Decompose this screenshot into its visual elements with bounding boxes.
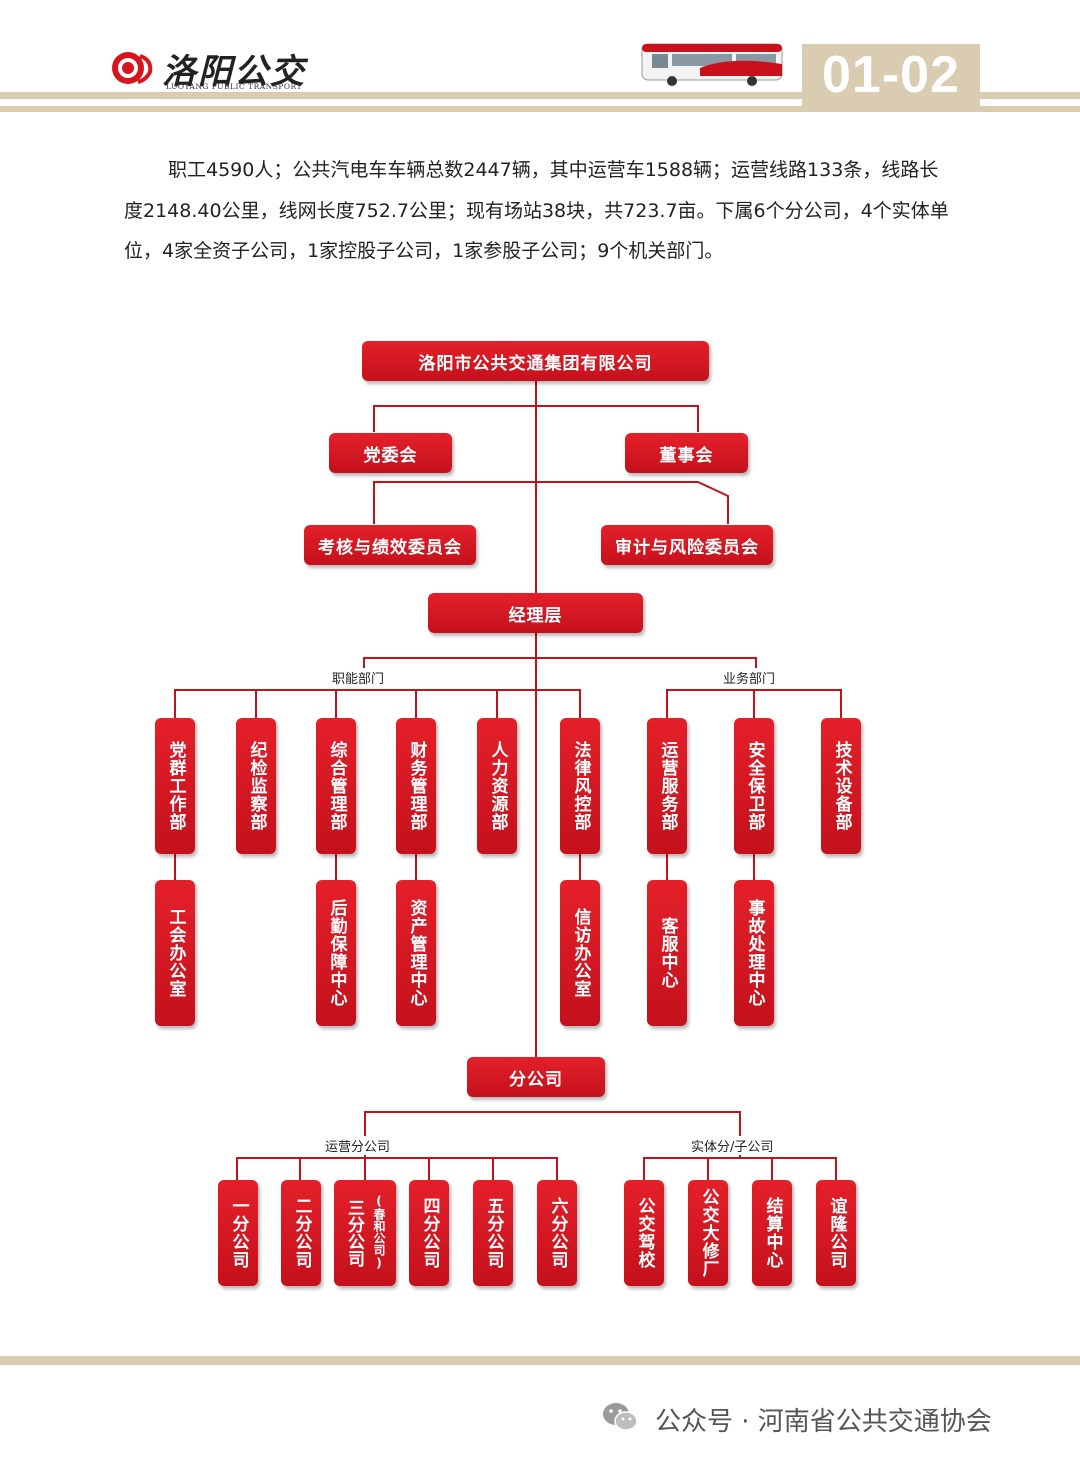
unit-asset-center: 资产管理中心	[396, 880, 436, 1026]
logo-text: 洛阳公交	[162, 52, 306, 92]
dept-legal-risk: 法律风控部	[560, 718, 600, 854]
unit-customer-service: 客服中心	[647, 880, 687, 1026]
branch-5: 五分公司	[473, 1180, 513, 1286]
dept-finance: 财务管理部	[396, 718, 436, 854]
watermark-text: 公众号 · 河南省公共交通协会	[655, 1407, 992, 1437]
dept-discipline: 纪检监察部	[236, 718, 276, 854]
branch-3: 三分公司 (春和公司)	[334, 1180, 396, 1286]
entity-driving-school: 公交驾校	[624, 1180, 664, 1286]
unit-logistics-center: 后勤保障中心	[316, 880, 356, 1026]
branch-4: 四分公司	[409, 1180, 449, 1286]
unit-union-office: 工会办公室	[155, 880, 195, 1026]
branch-3-name: 三分公司	[344, 1199, 364, 1267]
page-number: 01-02	[802, 44, 980, 106]
unit-accident-center: 事故处理中心	[734, 880, 774, 1026]
entity-overhaul-plant: 公交大修厂	[688, 1180, 728, 1286]
bus-icon	[641, 43, 783, 86]
dept-general-admin: 综合管理部	[316, 718, 356, 854]
functional-departments-label: 职能部门	[329, 668, 388, 687]
entity-settlement-center: 结算中心	[752, 1180, 792, 1286]
org-appraisal-committee: 考核与绩效委员会	[304, 525, 476, 565]
footer-band	[0, 1356, 1080, 1365]
org-management: 经理层	[428, 593, 643, 633]
logo-icon	[112, 52, 153, 84]
branch-1: 一分公司	[218, 1180, 258, 1286]
dept-operations: 运营服务部	[647, 718, 687, 854]
entity-yilong-company: 谊隆公司	[816, 1180, 856, 1286]
dept-party-work: 党群工作部	[155, 718, 195, 854]
intro-paragraph: 职工4590人；公共汽电车车辆总数2447辆，其中运营车1588辆；运营线路13…	[124, 150, 954, 272]
header-band-bottom	[0, 106, 1080, 112]
dept-tech-equipment: 技术设备部	[821, 718, 861, 854]
wechat-icon	[603, 1403, 638, 1431]
org-branches: 分公司	[467, 1057, 605, 1097]
org-root: 洛阳市公共交通集团有限公司	[362, 341, 709, 381]
operating-branches-label: 运营分公司	[322, 1136, 394, 1155]
unit-petition-office: 信访办公室	[560, 880, 600, 1026]
entity-companies-label: 实体分/子公司	[688, 1136, 777, 1155]
dept-hr: 人力资源部	[477, 718, 517, 854]
dept-security: 安全保卫部	[734, 718, 774, 854]
intro-text: 职工4590人；公共汽电车车辆总数2447辆，其中运营车1588辆；运营线路13…	[124, 159, 949, 262]
org-party-committee: 党委会	[329, 433, 452, 473]
org-board: 董事会	[625, 433, 748, 473]
logo-subtitle: LUOYANG PUBLIC TRANSPORT	[166, 82, 303, 91]
org-audit-committee: 审计与风险委员会	[601, 525, 773, 565]
business-departments-label: 业务部门	[720, 668, 779, 687]
header-band-top	[0, 92, 1080, 99]
branch-2: 二分公司	[281, 1180, 321, 1286]
branch-6: 六分公司	[537, 1180, 577, 1286]
branch-3-note: (春和公司)	[372, 1194, 386, 1270]
